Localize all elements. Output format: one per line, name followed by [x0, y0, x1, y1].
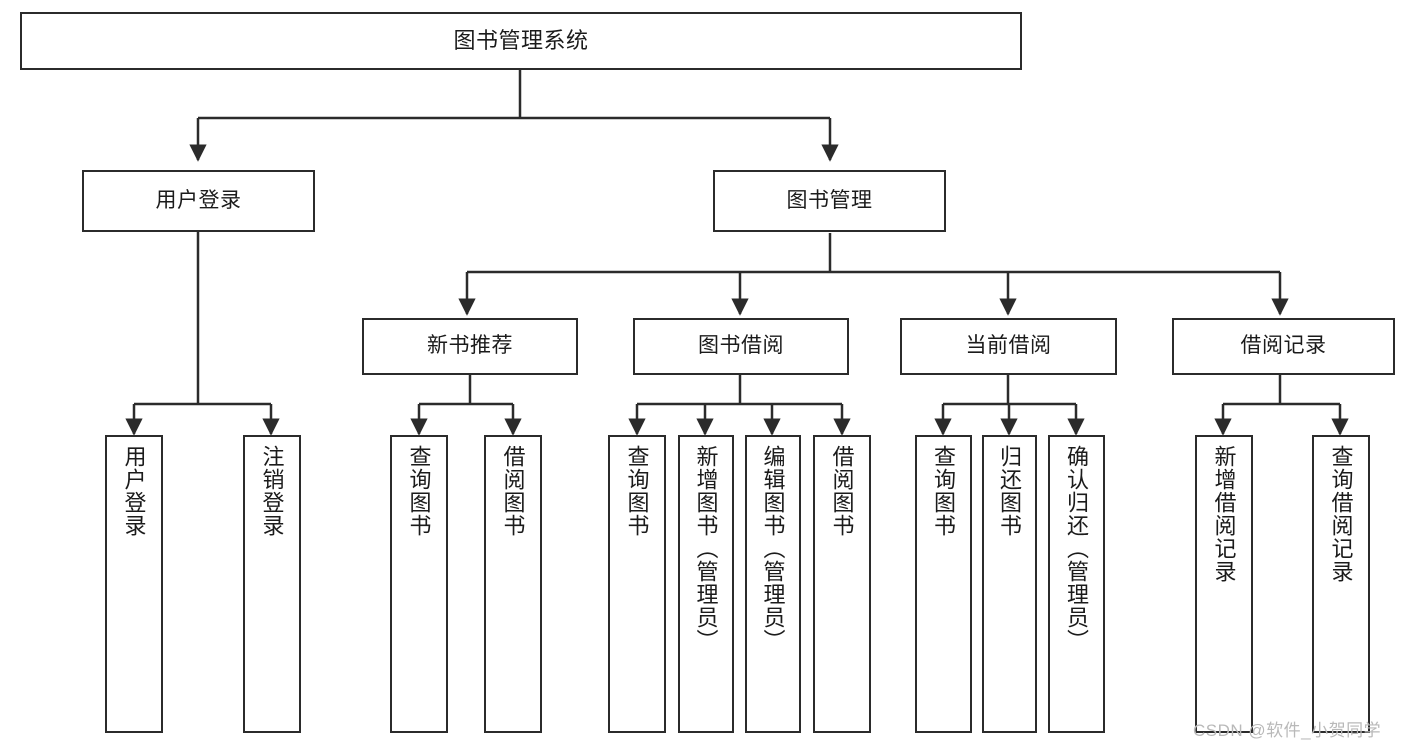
node-leaf-edit-book[interactable]: 编辑图书（管理员） [745, 435, 801, 733]
node-leaf-add-record[interactable]: 新增借阅记录 [1195, 435, 1253, 733]
node-leaf-borrow-book-1[interactable]: 借阅图书 [484, 435, 542, 733]
node-book-borrow[interactable]: 图书借阅 [633, 318, 849, 375]
node-leaf-query-record[interactable]: 查询借阅记录 [1312, 435, 1370, 733]
watermark-text: CSDN @软件_小贺同学 [1193, 721, 1382, 740]
node-leaf-user-logout[interactable]: 注销登录 [243, 435, 301, 733]
node-leaf-user-login[interactable]: 用户登录 [105, 435, 163, 733]
node-leaf-return-book-label: 归还图书 [997, 445, 1023, 537]
node-book-borrow-label: 图书借阅 [698, 334, 784, 358]
node-leaf-borrow-book-2-label: 借阅图书 [829, 445, 855, 537]
node-leaf-query-book-2[interactable]: 查询图书 [608, 435, 666, 733]
node-root[interactable]: 图书管理系统 [20, 12, 1022, 70]
node-leaf-edit-book-label: 编辑图书（管理员） [760, 445, 786, 652]
node-borrow-record-label: 借阅记录 [1240, 334, 1327, 358]
node-leaf-borrow-book-2[interactable]: 借阅图书 [813, 435, 871, 733]
node-current-borrow[interactable]: 当前借阅 [900, 318, 1117, 375]
node-user-login[interactable]: 用户登录 [82, 170, 315, 232]
node-new-book-recommend-label: 新书推荐 [427, 334, 513, 358]
node-leaf-query-book-3-label: 查询图书 [931, 445, 957, 537]
node-leaf-confirm-return[interactable]: 确认归还（管理员） [1048, 435, 1105, 733]
node-leaf-user-logout-label: 注销登录 [259, 445, 285, 537]
node-book-management-label: 图书管理 [786, 188, 873, 212]
node-leaf-user-login-label: 用户登录 [121, 445, 147, 537]
node-leaf-query-book-1-label: 查询图书 [406, 445, 432, 537]
node-leaf-confirm-return-label: 确认归还（管理员） [1064, 445, 1090, 652]
node-leaf-query-book-3[interactable]: 查询图书 [915, 435, 972, 733]
node-leaf-add-record-label: 新增借阅记录 [1211, 445, 1237, 583]
node-leaf-borrow-book-1-label: 借阅图书 [500, 445, 526, 537]
node-root-label: 图书管理系统 [453, 28, 589, 54]
node-leaf-query-book-1[interactable]: 查询图书 [390, 435, 448, 733]
node-book-management[interactable]: 图书管理 [713, 170, 946, 232]
node-new-book-recommend[interactable]: 新书推荐 [362, 318, 578, 375]
node-current-borrow-label: 当前借阅 [965, 334, 1052, 358]
node-leaf-add-book[interactable]: 新增图书（管理员） [678, 435, 734, 733]
node-leaf-return-book[interactable]: 归还图书 [982, 435, 1037, 733]
node-borrow-record[interactable]: 借阅记录 [1172, 318, 1395, 375]
node-leaf-query-book-2-label: 查询图书 [624, 445, 650, 537]
node-leaf-query-record-label: 查询借阅记录 [1328, 445, 1354, 583]
node-user-login-label: 用户登录 [155, 188, 242, 212]
node-leaf-add-book-label: 新增图书（管理员） [693, 445, 719, 652]
